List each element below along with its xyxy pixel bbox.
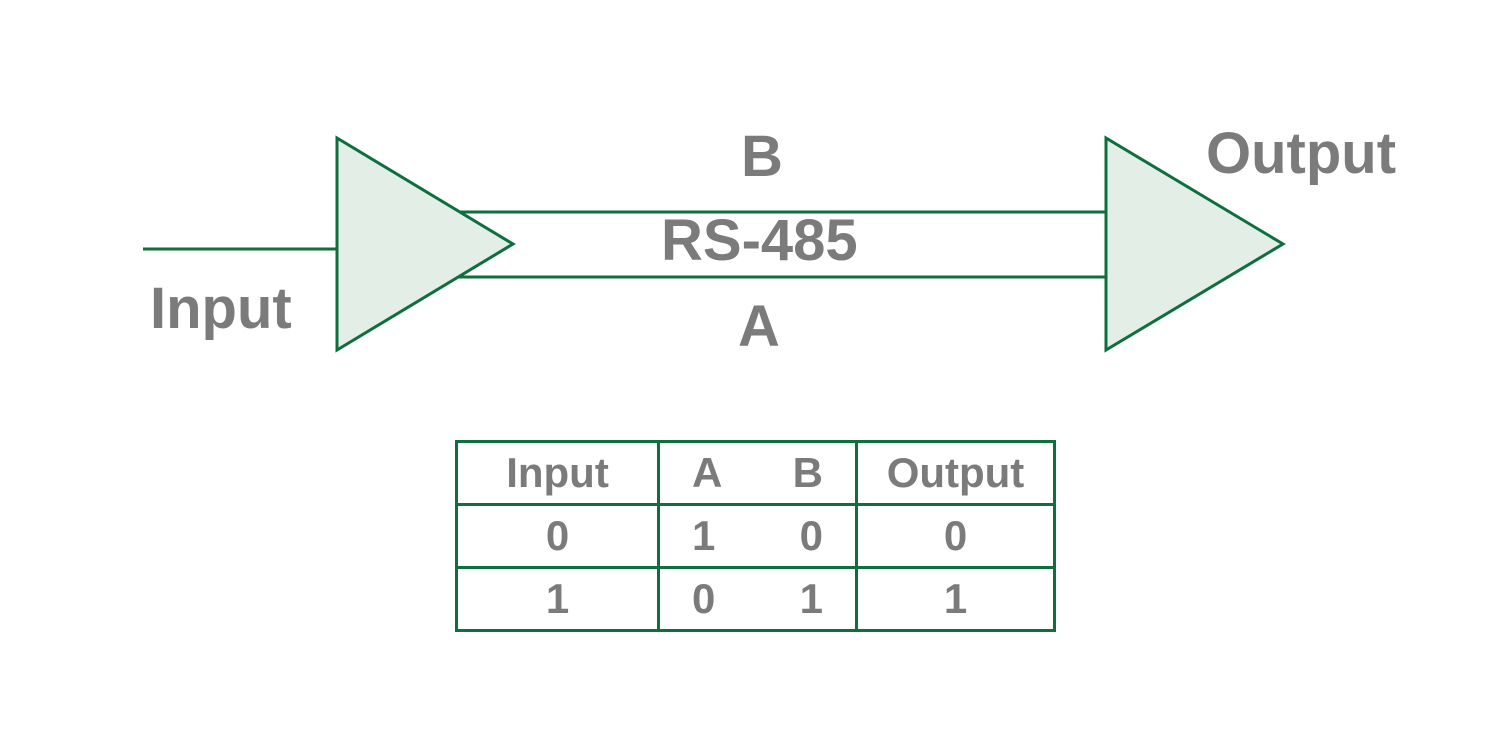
cell-output: 1 <box>855 566 1056 632</box>
header-input: Input <box>455 440 660 506</box>
line-a-label: A <box>738 294 780 359</box>
output-label: Output <box>1206 121 1397 186</box>
table-row: 0 1 0 0 <box>455 503 1056 569</box>
table-row: 1 0 1 1 <box>455 566 1056 632</box>
driver-triangle <box>335 135 516 353</box>
cell-input: 1 <box>455 566 660 632</box>
input-label: Input <box>150 276 292 341</box>
cell-a: 0 <box>692 575 716 622</box>
cell-a-b: 0 1 <box>657 566 858 632</box>
truth-table-header-row: Input A B Output <box>455 440 1056 506</box>
bus-label: RS-485 <box>661 208 858 273</box>
cell-b: 0 <box>799 512 823 559</box>
header-a: A <box>692 449 723 496</box>
cell-b: 1 <box>799 575 823 622</box>
line-b-label: B <box>741 124 783 189</box>
receiver-triangle <box>1104 135 1286 353</box>
cell-output: 0 <box>855 503 1056 569</box>
cell-input: 0 <box>455 503 660 569</box>
header-output: Output <box>855 440 1056 506</box>
cell-a: 1 <box>692 512 716 559</box>
cell-a-b: 1 0 <box>657 503 858 569</box>
truth-table: Input A B Output 0 1 0 0 <box>455 440 1056 632</box>
header-b: B <box>792 449 823 496</box>
header-a-b: A B <box>657 440 858 506</box>
